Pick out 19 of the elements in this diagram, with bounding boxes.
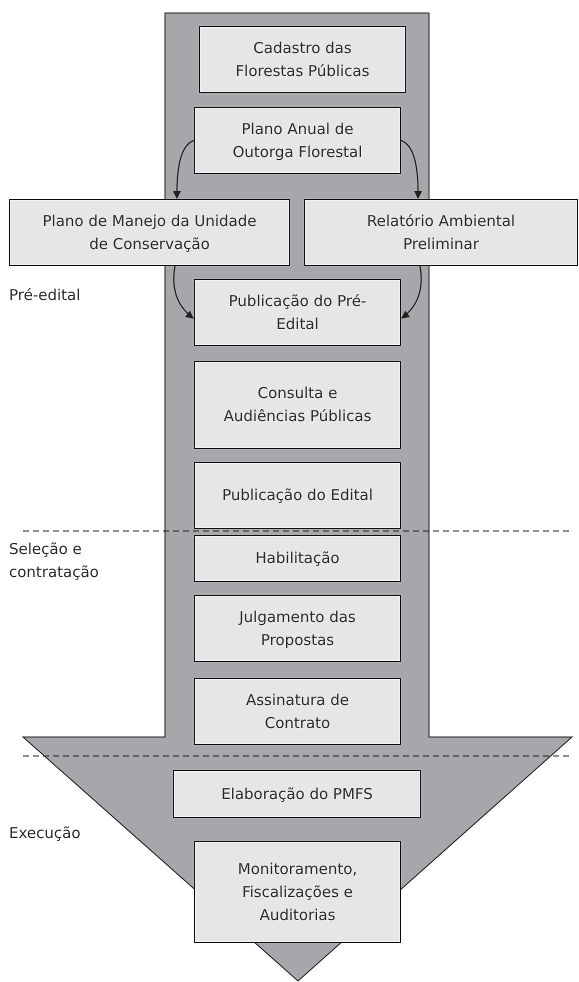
process-box: Monitoramento, Fiscalizações e Auditorias xyxy=(194,841,401,943)
process-box: Plano Anual de Outorga Florestal xyxy=(194,107,401,174)
process-box: Publicação do Pré-Edital xyxy=(194,279,401,346)
curved-arrow xyxy=(401,266,422,319)
process-box: Assinatura de Contrato xyxy=(194,678,401,745)
process-box: Habilitação xyxy=(194,535,401,582)
process-box: Elaboração do PMFS xyxy=(173,770,421,818)
process-box: Julgamento das Propostas xyxy=(194,595,401,662)
process-box: Consulta e Audiências Públicas xyxy=(194,361,401,449)
phase-label: Execução xyxy=(9,823,82,844)
curved-arrow xyxy=(173,266,194,319)
phase-label: Pré-edital xyxy=(9,285,82,306)
process-box: Publicação do Edital xyxy=(194,462,401,529)
curved-arrow xyxy=(400,140,422,199)
process-box: Plano de Manejo da Unidade de Conservação xyxy=(9,199,290,266)
curved-arrow xyxy=(172,140,194,199)
process-box: Relatório Ambiental Preliminar xyxy=(304,199,578,266)
phase-label: Seleção e contratação xyxy=(9,539,100,583)
process-box: Cadastro das Florestas Públicas xyxy=(199,26,406,93)
